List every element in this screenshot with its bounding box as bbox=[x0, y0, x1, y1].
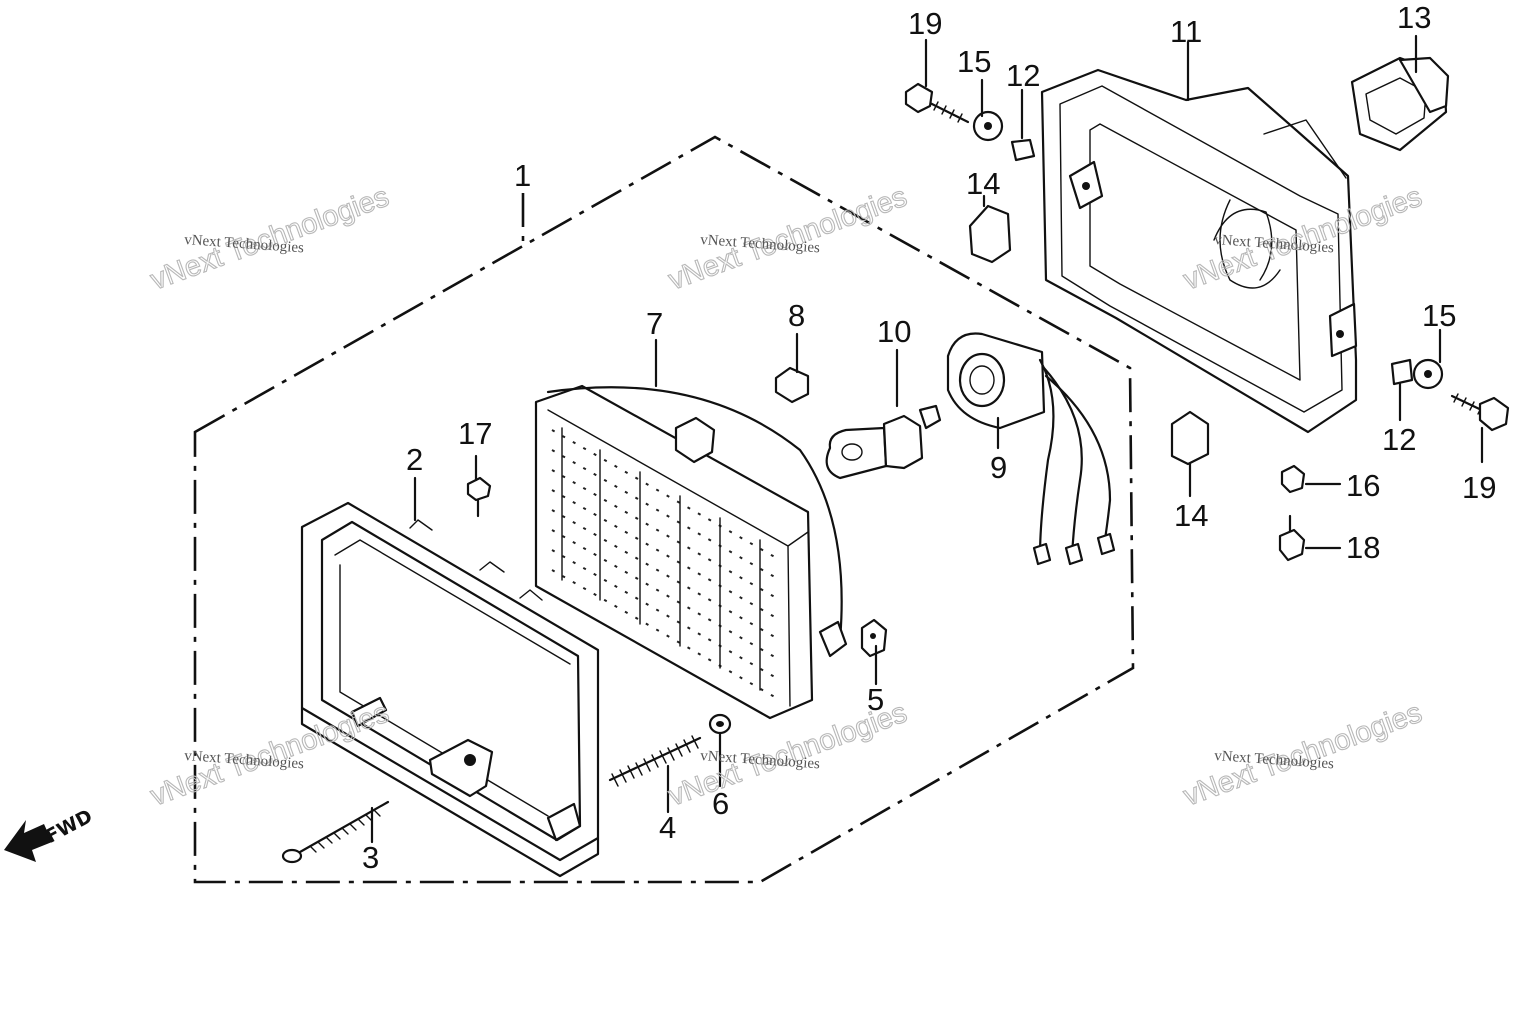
callout-8: 8 bbox=[788, 298, 805, 333]
screw-long bbox=[281, 800, 390, 864]
spring bbox=[608, 735, 702, 787]
rubber-block bbox=[774, 366, 810, 404]
callout-19-upper: 19 bbox=[908, 6, 942, 41]
callout-13: 13 bbox=[1397, 0, 1431, 35]
callout-16: 16 bbox=[1346, 468, 1380, 503]
callout-5: 5 bbox=[867, 682, 884, 717]
clip-upper bbox=[968, 204, 1012, 264]
callout-2: 2 bbox=[406, 442, 423, 477]
callout-19-lower: 19 bbox=[1462, 470, 1496, 505]
watermarks: vNext Technologies vNext Technologies vN… bbox=[146, 180, 1427, 813]
callout-15-upper: 15 bbox=[957, 44, 991, 79]
callout-14-lower: 14 bbox=[1174, 498, 1208, 533]
leader-lines bbox=[370, 34, 1484, 844]
callout-9: 9 bbox=[990, 450, 1007, 485]
callout-15-lower: 15 bbox=[1422, 298, 1456, 333]
callout-7: 7 bbox=[646, 306, 663, 341]
callout-11: 11 bbox=[1170, 14, 1202, 49]
callout-6: 6 bbox=[712, 786, 729, 821]
callout-18: 18 bbox=[1346, 530, 1380, 565]
callout-3: 3 bbox=[362, 840, 379, 875]
clip-lower bbox=[1170, 410, 1210, 466]
clip-nut bbox=[860, 618, 888, 658]
callout-12-upper: 12 bbox=[1006, 58, 1040, 93]
fwd-label: FWD bbox=[42, 805, 96, 848]
callout-labels: 1 2 3 4 5 6 7 8 9 10 11 12 12 13 14 14 1… bbox=[362, 0, 1496, 875]
assembly-boundary bbox=[193, 135, 1135, 884]
screw-17 bbox=[466, 476, 492, 518]
callout-12-lower: 12 bbox=[1382, 422, 1416, 457]
switch-grommet bbox=[1350, 56, 1450, 152]
bulb bbox=[825, 404, 942, 480]
sealed-beam-unit bbox=[534, 384, 848, 720]
nut bbox=[1280, 464, 1306, 494]
callout-14-upper: 14 bbox=[966, 166, 1000, 201]
upper-fasteners bbox=[904, 82, 1036, 162]
fwd-arrow: FWD bbox=[4, 805, 96, 862]
callout-17: 17 bbox=[458, 416, 492, 451]
bulb-socket bbox=[946, 332, 1116, 566]
screw-18 bbox=[1278, 514, 1306, 562]
headlight-case bbox=[1040, 68, 1358, 434]
callout-1: 1 bbox=[514, 158, 531, 193]
callout-4: 4 bbox=[659, 810, 676, 845]
lower-fasteners bbox=[1390, 358, 1510, 432]
callout-10: 10 bbox=[877, 314, 911, 349]
headlight-rim bbox=[300, 501, 600, 878]
